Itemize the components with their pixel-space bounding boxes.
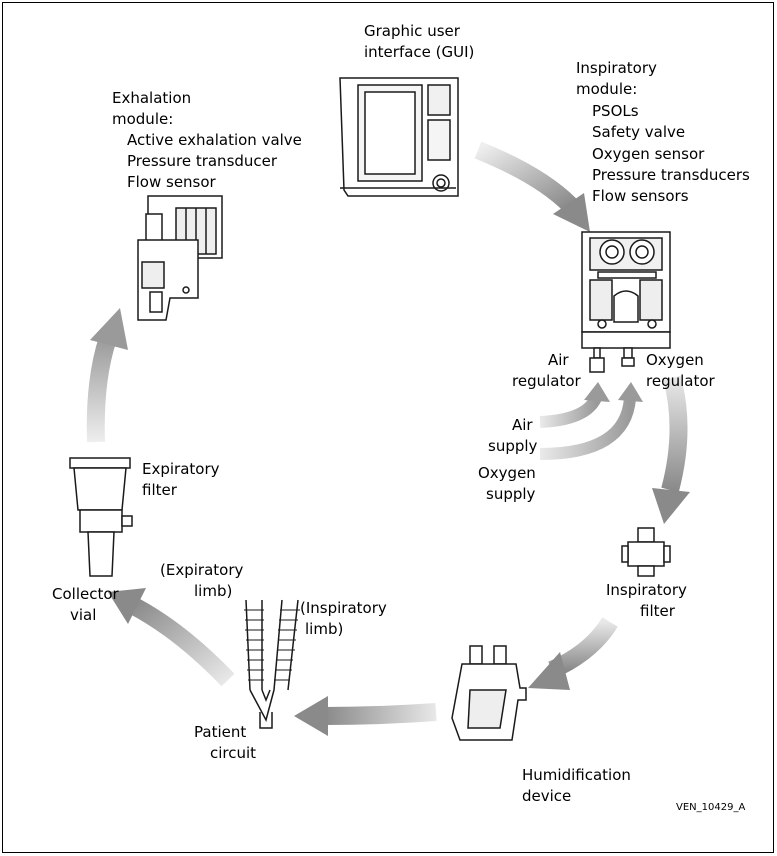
collector-vial-label-line2: vial: [70, 606, 97, 624]
inspiratory-module-item: Flow sensors: [592, 187, 689, 205]
inspiratory-limb-label-line1: (Inspiratory: [300, 599, 387, 617]
inspiratory-module-label-line2: module:: [576, 80, 638, 98]
exhalation-module-item: Pressure transducer: [127, 152, 278, 170]
collector-vial-label-line1: Collector: [52, 585, 119, 603]
patient-circuit: [244, 599, 300, 729]
air-supply-label-line2: supply: [488, 437, 538, 455]
inspiratory-module-item: Safety valve: [592, 123, 686, 141]
gui-device: [339, 77, 459, 197]
expiratory-limb-label-line1: (Expiratory: [160, 561, 244, 579]
gui-label-line1: Graphic user: [364, 22, 460, 40]
arrow-air-supply: [539, 382, 610, 428]
inspiratory-filter: [621, 527, 671, 577]
exhalation-module-label-line1: Exhalation: [112, 89, 192, 107]
inspiratory-filter-label-line2: filter: [640, 602, 675, 620]
exhalation-module-label-line2: module:: [112, 110, 174, 128]
inspiratory-module-item: PSOLs: [592, 102, 639, 120]
inspiratory-module-item: Pressure transducers: [592, 166, 750, 184]
arrow-inspiratory-to-filter: [652, 375, 690, 524]
arrow-collector-to-exhalation: [86, 308, 128, 443]
expiratory-limb-label-line2: limb): [194, 582, 233, 600]
arrow-oxygen-supply: [539, 382, 643, 460]
humidification-device: [451, 645, 527, 741]
patient-circuit-label-line2: circuit: [210, 744, 257, 762]
exhalation-module: [137, 195, 223, 321]
inspiratory-module-label-line1: Inspiratory: [576, 59, 657, 77]
arrow-gui-to-inspiratory: [474, 141, 590, 232]
inspiratory-module: [581, 231, 671, 373]
arrow-patient-to-collector: [108, 588, 235, 687]
oxygen-regulator-label-line2: regulator: [646, 372, 715, 390]
humidification-label-line2: device: [522, 787, 572, 805]
inspiratory-module-item: Oxygen sensor: [592, 145, 705, 163]
air-supply-label-line1: Air: [512, 416, 533, 434]
expiratory-filter-label-line2: filter: [142, 481, 177, 499]
oxygen-regulator-label-line1: Oxygen: [646, 351, 704, 369]
expiratory-filter: [69, 457, 133, 577]
inspiratory-limb-label-line2: limb): [305, 620, 344, 638]
gui-label-line2: interface (GUI): [364, 43, 475, 61]
oxygen-supply-label-line1: Oxygen: [478, 464, 536, 482]
air-regulator-label-line1: Air: [548, 351, 569, 369]
arrow-filter-to-humidifier: [528, 617, 618, 690]
exhalation-module-item: Flow sensor: [127, 173, 216, 191]
humidification-label-line1: Humidification: [522, 766, 631, 784]
air-regulator-label-line2: regulator: [512, 372, 581, 390]
arrow-humidifier-to-patient: [294, 696, 437, 736]
exhalation-module-item: Active exhalation valve: [127, 131, 302, 149]
oxygen-supply-label-line2: supply: [486, 485, 536, 503]
expiratory-filter-label-line1: Expiratory: [142, 460, 220, 478]
patient-circuit-label-line1: Patient: [194, 723, 247, 741]
figure-id: VEN_10429_A: [676, 802, 746, 813]
inspiratory-filter-label-line1: Inspiratory: [606, 581, 687, 599]
